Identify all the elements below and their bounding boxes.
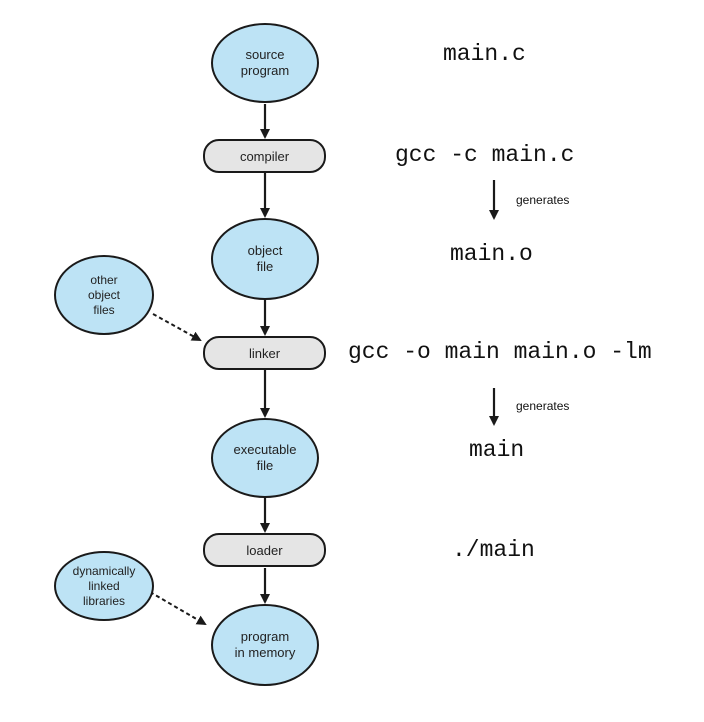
program-in-memory-label: program in memory	[234, 629, 296, 660]
executable-file-node: executable file	[211, 418, 319, 498]
other-object-files-node: other object files	[54, 255, 154, 335]
loader-node: loader	[203, 533, 326, 567]
compile-command: gcc -c main.c	[395, 142, 575, 168]
dynamically-linked-libraries-label: dynamically linked libraries	[72, 563, 136, 608]
other-object-files-label: other object files	[87, 272, 121, 317]
generates-label-2: generates	[516, 399, 570, 413]
executable-name: main	[469, 437, 525, 463]
link-command: gcc -o main main.o -lm	[348, 339, 652, 365]
generates-label-1: generates	[516, 193, 570, 207]
arrow-other-objects-to-linker	[152, 313, 202, 341]
arrow-libraries-to-memory	[149, 591, 207, 626]
program-in-memory-node: program in memory	[211, 604, 319, 686]
linker-label: linker	[248, 345, 281, 361]
compiler-node: compiler	[203, 139, 326, 173]
source-file-name: main.c	[443, 41, 526, 67]
object-file-name: main.o	[450, 241, 533, 267]
linker-node: linker	[203, 336, 326, 370]
object-file-node: object file	[211, 218, 319, 300]
run-command: ./main	[452, 537, 535, 563]
object-file-label: object file	[247, 243, 283, 274]
compiler-label: compiler	[239, 148, 290, 164]
dynamically-linked-libraries-node: dynamically linked libraries	[54, 551, 154, 621]
source-program-label: source program	[240, 47, 290, 78]
source-program-node: source program	[211, 23, 319, 103]
executable-file-label: executable file	[233, 442, 297, 473]
loader-label: loader	[246, 542, 283, 558]
